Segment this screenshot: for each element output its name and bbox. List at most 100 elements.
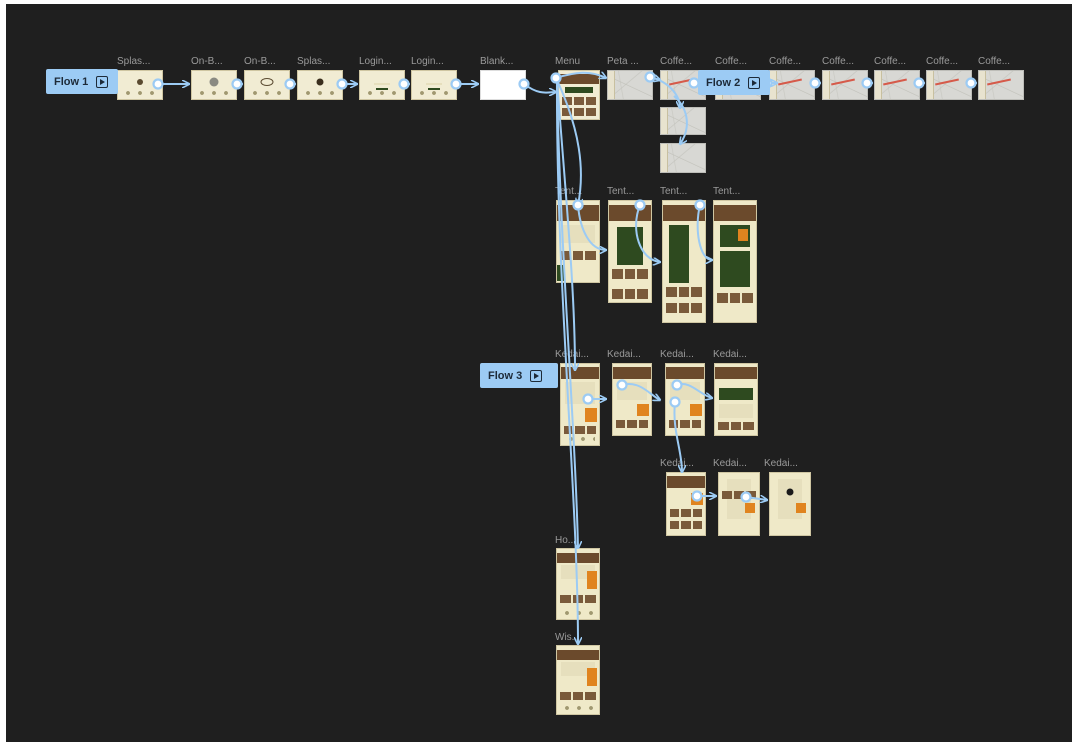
globe-icon bbox=[209, 77, 219, 87]
map-sidebar bbox=[661, 71, 668, 99]
decoration bbox=[196, 90, 232, 96]
frame-onboarding-2[interactable] bbox=[244, 70, 290, 100]
frame-label-splash-1[interactable]: Splas... bbox=[117, 56, 151, 67]
frame-tent-1[interactable] bbox=[556, 200, 600, 283]
play-icon[interactable] bbox=[96, 75, 109, 88]
highlight-box bbox=[691, 493, 703, 505]
frame-label-login-2[interactable]: Login... bbox=[411, 56, 444, 67]
frame-label-kedai-2[interactable]: Kedai... bbox=[607, 349, 641, 360]
play-icon[interactable] bbox=[530, 369, 543, 382]
frame-tent-4[interactable] bbox=[713, 200, 757, 323]
frame-history[interactable] bbox=[556, 548, 600, 620]
frame-tent-3[interactable] bbox=[662, 200, 706, 323]
frame-label-kedai-3[interactable]: Kedai... bbox=[660, 349, 694, 360]
highlight-box bbox=[637, 404, 649, 416]
modal-card bbox=[727, 479, 751, 519]
frame-label-tent-2[interactable]: Tent... bbox=[607, 186, 635, 197]
hero-image bbox=[714, 205, 756, 221]
login-button bbox=[376, 88, 388, 90]
frame-label-peta[interactable]: Peta ... bbox=[607, 56, 639, 67]
frame-label-history[interactable]: Ho... bbox=[555, 535, 577, 546]
map-sidebar bbox=[770, 71, 777, 99]
thumbnails bbox=[718, 422, 754, 430]
frame-label-kedai-6[interactable]: Kedai... bbox=[713, 458, 747, 469]
frame-tent-2[interactable] bbox=[608, 200, 652, 303]
frame-label-tent-3[interactable]: Tent... bbox=[660, 186, 688, 197]
frame-login-2[interactable] bbox=[411, 70, 457, 100]
frame-kedai-3[interactable] bbox=[665, 363, 705, 436]
content-card bbox=[720, 251, 750, 287]
frame-label-tent-1[interactable]: Tent... bbox=[555, 186, 583, 197]
frame-coffee-3[interactable] bbox=[769, 70, 815, 100]
frame-label-coffee-2[interactable]: Coffe... bbox=[715, 56, 748, 67]
decoration bbox=[561, 610, 595, 616]
frame-label-coffee-1[interactable]: Coffe... bbox=[660, 56, 693, 67]
hero-image bbox=[613, 367, 651, 379]
thumbnails bbox=[722, 491, 756, 499]
modal-card bbox=[778, 479, 802, 519]
frame-peta[interactable] bbox=[607, 70, 653, 100]
frame-onboarding-1[interactable] bbox=[191, 70, 237, 100]
thumbnails bbox=[564, 426, 596, 434]
frame-wishlist[interactable] bbox=[556, 645, 600, 715]
frame-kedai-7[interactable] bbox=[769, 472, 811, 536]
menu-thumbnails bbox=[562, 108, 596, 116]
frame-label-coffee-7[interactable]: Coffe... bbox=[978, 56, 1011, 67]
thumbnails bbox=[666, 303, 702, 313]
frame-label-wish[interactable]: Wis... bbox=[555, 632, 580, 643]
frame-label-kedai-5[interactable]: Kedai... bbox=[660, 458, 694, 469]
frame-label-blank[interactable]: Blank... bbox=[480, 56, 514, 67]
flow-badge-2[interactable]: Flow 2 bbox=[698, 70, 770, 95]
menu-header-image bbox=[559, 74, 599, 84]
thumbnails bbox=[717, 293, 753, 303]
frame-coffee-sub-2[interactable] bbox=[660, 143, 706, 173]
frame-splash-2[interactable] bbox=[297, 70, 343, 100]
frame-coffee-5[interactable] bbox=[874, 70, 920, 100]
decoration bbox=[564, 436, 596, 442]
frame-coffee-sub-1[interactable] bbox=[660, 107, 706, 135]
frame-label-coffee-4[interactable]: Coffe... bbox=[822, 56, 855, 67]
frame-label-onboarding-1[interactable]: On-B... bbox=[191, 56, 223, 67]
frame-label-onboarding-2[interactable]: On-B... bbox=[244, 56, 276, 67]
frame-menu[interactable] bbox=[558, 70, 600, 120]
frame-blank[interactable] bbox=[480, 70, 526, 100]
success-icon bbox=[786, 488, 794, 496]
map-sidebar bbox=[875, 71, 882, 99]
logo-icon bbox=[137, 79, 143, 86]
frame-label-coffee-5[interactable]: Coffe... bbox=[874, 56, 907, 67]
hero-image bbox=[557, 650, 599, 660]
frame-coffee-6[interactable] bbox=[926, 70, 972, 100]
frame-login-1[interactable] bbox=[359, 70, 405, 100]
frame-kedai-1[interactable] bbox=[560, 363, 600, 446]
frame-kedai-6[interactable] bbox=[718, 472, 760, 536]
hero-image bbox=[557, 205, 599, 221]
thumbnails bbox=[670, 521, 702, 529]
frame-kedai-5[interactable] bbox=[666, 472, 706, 536]
hero-image bbox=[663, 205, 705, 221]
frame-kedai-4[interactable] bbox=[714, 363, 758, 436]
thumbnails bbox=[612, 289, 648, 299]
frame-splash-1[interactable] bbox=[117, 70, 163, 100]
frame-label-menu[interactable]: Menu bbox=[555, 56, 581, 67]
map-sidebar bbox=[823, 71, 830, 99]
play-icon[interactable] bbox=[748, 76, 761, 89]
flow-badge-3[interactable]: Flow 3 bbox=[480, 363, 558, 388]
frame-label-tent-4[interactable]: Tent... bbox=[713, 186, 741, 197]
frame-coffee-7[interactable] bbox=[978, 70, 1024, 100]
frame-kedai-2[interactable] bbox=[612, 363, 652, 436]
frame-label-splash-2[interactable]: Splas... bbox=[297, 56, 331, 67]
frame-coffee-4[interactable] bbox=[822, 70, 868, 100]
frame-label-kedai-7[interactable]: Kedai... bbox=[764, 458, 798, 469]
frame-label-login-1[interactable]: Login... bbox=[359, 56, 392, 67]
side-accent bbox=[557, 265, 565, 281]
map-sidebar bbox=[661, 144, 668, 172]
frame-label-coffee-3[interactable]: Coffe... bbox=[769, 56, 802, 67]
flow-badge-1[interactable]: Flow 1 bbox=[46, 69, 118, 94]
frame-label-kedai-1[interactable]: Kedai... bbox=[555, 349, 589, 360]
decoration bbox=[364, 90, 400, 96]
frame-label-kedai-4[interactable]: Kedai... bbox=[713, 349, 747, 360]
logo-icon bbox=[316, 78, 324, 86]
eye-icon bbox=[260, 78, 274, 87]
highlight-box bbox=[796, 503, 806, 513]
frame-label-coffee-6[interactable]: Coffe... bbox=[926, 56, 959, 67]
